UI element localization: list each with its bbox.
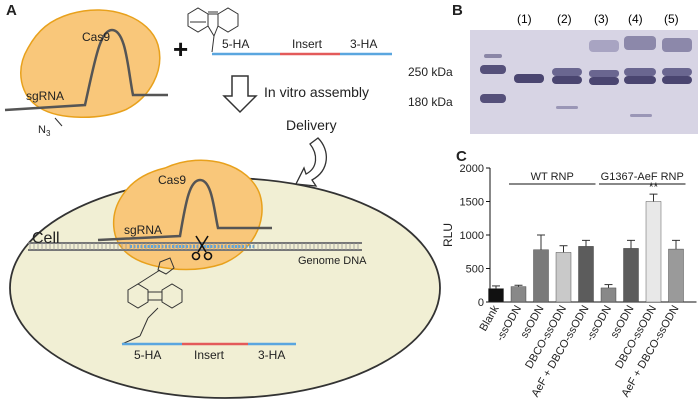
- panel-c-label: C: [456, 148, 467, 165]
- y-tick-label: 0: [478, 297, 484, 309]
- donor-insert-cell-label: Insert: [194, 348, 225, 362]
- assembly-arrow: [222, 75, 258, 114]
- y-tick-label: 2000: [460, 163, 484, 175]
- donor-5ha-top-label: 5-HA: [222, 37, 250, 51]
- sgrna-cell-label: sgRNA: [124, 223, 163, 237]
- assembly-label: In vitro assembly: [264, 84, 370, 100]
- bar: [488, 288, 504, 303]
- gel-band: [662, 38, 692, 52]
- gel-lane-label-4: (4): [628, 12, 643, 26]
- cas9-protein-cell: [112, 159, 263, 271]
- genome-dna: [28, 242, 362, 251]
- schematic-panel: [4, 7, 441, 399]
- sgrna-strand-cell: [97, 178, 272, 242]
- gel-band: [624, 36, 656, 50]
- bar: [533, 249, 549, 303]
- panel-b-label: B: [452, 2, 463, 19]
- gel-lane-label-2: (2): [557, 12, 572, 26]
- y-tick-label: 500: [466, 264, 484, 276]
- donor-3ha-top-label: 3-HA: [350, 37, 378, 51]
- donor-insert-top-label: Insert: [292, 37, 323, 51]
- gel-band: [514, 74, 544, 83]
- cas9-protein-top: [20, 9, 161, 118]
- group-label: G1367-AeF RNP: [601, 171, 684, 183]
- gel-band: [552, 76, 582, 84]
- gel-marker-180: 180 kDa: [408, 95, 453, 109]
- donor-5ha-cell-label: 5-HA: [134, 348, 162, 362]
- delivery-label: Delivery: [286, 117, 337, 133]
- y-tick-label: 1500: [460, 197, 484, 209]
- donor-3ha-cell-label: 3-HA: [258, 348, 286, 362]
- bar: [578, 246, 594, 303]
- gel-image: [470, 30, 698, 134]
- cell-label: Cell: [32, 230, 60, 247]
- gel-lane-label-3: (3): [594, 12, 609, 26]
- bar: [645, 201, 662, 303]
- sgrna-top-label: sgRNA: [26, 89, 65, 103]
- sgrna-strand-top: [4, 28, 168, 112]
- gel-marker-250: 250 kDa: [408, 65, 453, 79]
- y-tick-label: 1000: [460, 230, 484, 242]
- rlu-bar-chart: 0500100015002000RLUBlank-ssODNssODNDBCO-…: [441, 163, 697, 399]
- genome-dna-label: Genome DNA: [298, 255, 367, 267]
- dbco-triazole-cell: [121, 257, 183, 345]
- gel-band: [662, 68, 692, 76]
- gel-band: [589, 77, 619, 85]
- y-axis-label: RLU: [441, 223, 455, 247]
- gel-band: [624, 68, 656, 76]
- bar: [668, 248, 684, 303]
- gel-lane-label-1: (1): [517, 12, 532, 26]
- cas9-top-label: Cas9: [82, 30, 111, 44]
- bar: [623, 248, 639, 303]
- gel-band: [589, 40, 619, 52]
- significance-annotation: **: [649, 180, 659, 194]
- gel-lane-labels: (1) (2) (3) (4) (5): [472, 12, 696, 28]
- gel-lane-label-5: (5): [664, 12, 679, 26]
- dbco-structure-top: [187, 7, 239, 53]
- scissors-icon: [191, 235, 213, 261]
- gel-band: [589, 70, 619, 77]
- gel-band: [630, 114, 652, 117]
- gel-band: [484, 54, 502, 58]
- group-label: WT RNP: [531, 171, 574, 183]
- gel-band: [552, 68, 582, 76]
- cas9-cell-label: Cas9: [158, 173, 187, 187]
- gel-band: [624, 76, 656, 84]
- bar: [555, 252, 572, 303]
- gel-band: [662, 76, 692, 84]
- panel-a-label: A: [6, 2, 17, 19]
- gel-band: [556, 106, 578, 109]
- gel-band: [480, 94, 506, 103]
- bar: [600, 287, 617, 303]
- bar: [510, 286, 527, 303]
- plus-sign: +: [173, 34, 189, 64]
- azide-label: N3: [38, 124, 51, 139]
- delivery-arrow: [294, 137, 327, 187]
- gel-band: [480, 65, 506, 74]
